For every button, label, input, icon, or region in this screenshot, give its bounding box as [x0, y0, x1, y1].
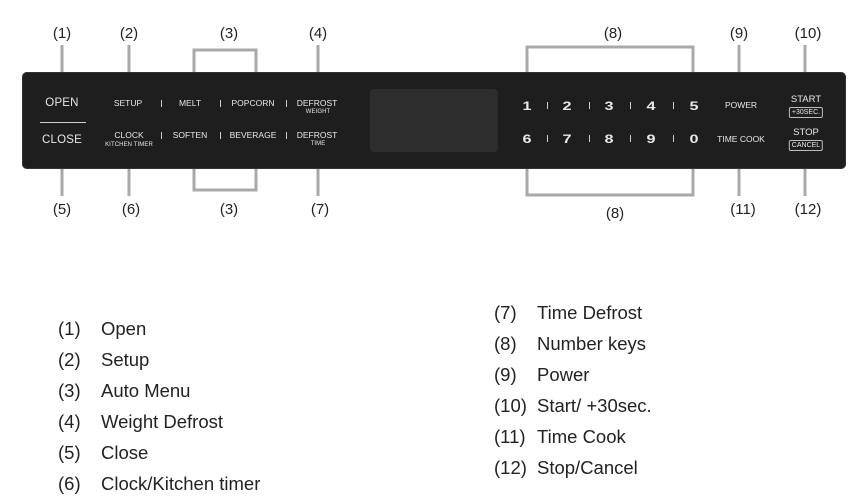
callout-12: (12) — [794, 201, 822, 218]
legend-number: (2) — [58, 349, 81, 370]
open-button[interactable]: OPEN — [45, 97, 79, 109]
legend-item: (9) Power — [494, 364, 589, 385]
legend-item: (4) Weight Defrost — [58, 411, 223, 432]
number-key-0[interactable]: 0 — [689, 132, 699, 146]
separator — [630, 102, 631, 109]
number-key-7[interactable]: 7 — [562, 132, 572, 146]
legend-number: (3) — [58, 380, 81, 401]
legend-number: (5) — [58, 442, 81, 463]
popcorn-button[interactable]: POPCORN — [231, 98, 275, 108]
legend-item: (11) Time Cook — [494, 426, 626, 447]
legend-item: (5) Close — [58, 442, 148, 463]
setup-button[interactable]: SETUP — [113, 98, 143, 108]
legend-label: Clock/Kitchen timer — [101, 473, 261, 494]
weight-defrost-button[interactable]: DEFROST — [296, 98, 338, 108]
separator — [673, 135, 674, 142]
legend-label: Power — [537, 364, 590, 385]
legend-label: Open — [101, 318, 147, 339]
kitchen-timer-label: KITCHEN TIMER — [105, 142, 153, 148]
bracket-8-top — [525, 45, 695, 93]
callout-5: (5) — [52, 201, 72, 218]
number-key-3[interactable]: 3 — [604, 99, 614, 113]
number-key-2[interactable]: 2 — [562, 99, 572, 113]
beverage-button[interactable]: BEVERAGE — [229, 130, 277, 140]
legend-number: (12) — [494, 457, 527, 478]
legend-item: (8) Number keys — [494, 333, 646, 354]
separator — [220, 100, 221, 107]
separator — [630, 135, 631, 142]
close-button[interactable]: CLOSE — [42, 134, 82, 146]
legend-number: (7) — [494, 302, 517, 323]
legend-item: (6) Clock/Kitchen timer — [58, 473, 260, 494]
display-window — [370, 89, 498, 152]
legend-number: (6) — [58, 473, 81, 494]
separator — [161, 132, 162, 139]
separator — [589, 102, 590, 109]
legend-item: (12) Stop/Cancel — [494, 457, 638, 478]
callout-9: (9) — [729, 25, 749, 42]
plus-30-sec-label: +30SEC. — [788, 107, 824, 118]
bracket-8-bottom — [525, 148, 695, 197]
weight-label: WEIGHT — [305, 109, 331, 115]
callout-4: (4) — [308, 25, 328, 42]
legend-number: (9) — [494, 364, 517, 385]
bracket-3-top — [192, 48, 258, 93]
legend-label: Stop/Cancel — [537, 457, 638, 478]
number-key-6[interactable]: 6 — [522, 132, 532, 146]
legend-number: (8) — [494, 333, 517, 354]
callout-8-top: (8) — [603, 25, 623, 42]
legend-item: (1) Open — [58, 318, 146, 339]
number-key-1[interactable]: 1 — [522, 99, 532, 113]
clock-button[interactable]: CLOCK — [114, 130, 144, 140]
callout-1: (1) — [52, 25, 72, 42]
legend-label: Weight Defrost — [101, 411, 224, 432]
legend-item: (10) Start/ +30sec. — [494, 395, 652, 416]
callout-2: (2) — [119, 25, 139, 42]
soften-button[interactable]: SOFTEN — [172, 130, 208, 140]
stop-button[interactable]: STOP — [793, 127, 819, 138]
melt-button[interactable]: MELT — [178, 98, 202, 108]
legend-number: (1) — [58, 318, 81, 339]
callout-10: (10) — [794, 25, 822, 42]
legend-label: Setup — [101, 349, 150, 370]
separator — [547, 102, 548, 109]
separator — [589, 135, 590, 142]
legend-label: Start/ +30sec. — [537, 395, 652, 416]
start-button[interactable]: START — [790, 94, 822, 105]
separator — [286, 132, 287, 139]
number-key-8[interactable]: 8 — [604, 132, 614, 146]
callout-3-top: (3) — [219, 25, 239, 42]
legend-label: Close — [101, 442, 149, 463]
legend-item: (2) Setup — [58, 349, 149, 370]
separator — [220, 132, 221, 139]
callout-8-bottom: (8) — [605, 205, 625, 222]
legend-number: (4) — [58, 411, 81, 432]
number-key-4[interactable]: 4 — [646, 99, 656, 113]
number-key-5[interactable]: 5 — [689, 99, 699, 113]
time-cook-button[interactable]: TIME COOK — [717, 134, 765, 144]
separator — [161, 100, 162, 107]
separator — [673, 102, 674, 109]
separator — [547, 135, 548, 142]
power-button[interactable]: POWER — [724, 100, 758, 110]
time-label: TIME — [310, 141, 326, 147]
legend-number: (11) — [494, 426, 526, 447]
legend-label: Number keys — [537, 333, 646, 354]
bracket-3-bottom — [192, 148, 258, 192]
separator — [286, 100, 287, 107]
legend-number: (10) — [494, 395, 527, 416]
time-defrost-button[interactable]: DEFROST — [296, 130, 338, 140]
callout-3-bottom: (3) — [219, 201, 239, 218]
number-key-9[interactable]: 9 — [646, 132, 656, 146]
cancel-label: CANCEL — [788, 140, 824, 151]
legend-item: (7) Time Defrost — [494, 302, 642, 323]
legend-label: Time Defrost — [537, 302, 643, 323]
callout-11: (11) — [730, 201, 756, 218]
legend-item: (3) Auto Menu — [58, 380, 190, 401]
legend-label: Auto Menu — [101, 380, 191, 401]
open-close-divider — [40, 122, 86, 123]
callout-7: (7) — [310, 201, 330, 218]
legend-label: Time Cook — [537, 426, 626, 447]
callout-6: (6) — [121, 201, 141, 218]
